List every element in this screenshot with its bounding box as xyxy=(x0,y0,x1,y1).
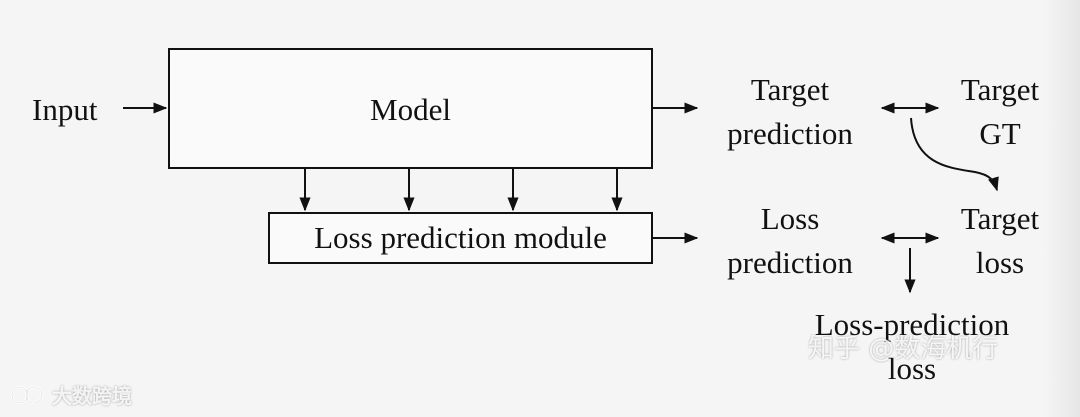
module-label: Loss prediction module xyxy=(314,220,607,255)
lp-loss-line2: loss xyxy=(887,351,937,386)
bottom-left-watermark-text: 大数跨境 xyxy=(52,384,132,408)
lp-loss-line1: Loss-prediction xyxy=(814,307,1010,342)
target-loss-line1: Target xyxy=(960,201,1040,236)
bottom-left-watermark: 大数跨境 xyxy=(10,380,132,409)
target-prediction-line1: Target xyxy=(750,72,830,107)
model-box: Model xyxy=(168,48,653,169)
loss-prediction-module-box: Loss prediction module xyxy=(268,212,653,264)
input-label: Input xyxy=(32,92,98,127)
logo-icon xyxy=(10,384,46,406)
loss-prediction-line2: prediction xyxy=(727,245,853,280)
right-edge-shade xyxy=(1044,0,1080,417)
target-loss-line2: loss xyxy=(975,245,1025,280)
target-prediction-line2: prediction xyxy=(727,116,853,151)
target-gt-line2: GT xyxy=(979,116,1021,151)
loss-prediction-line1: Loss xyxy=(760,201,820,236)
target-gt-line1: Target xyxy=(960,72,1040,107)
curved-arrow-to-target-loss xyxy=(910,117,999,192)
model-label: Model xyxy=(370,92,451,127)
zhihu-watermark: 知乎 @数海机行 xyxy=(808,334,999,364)
